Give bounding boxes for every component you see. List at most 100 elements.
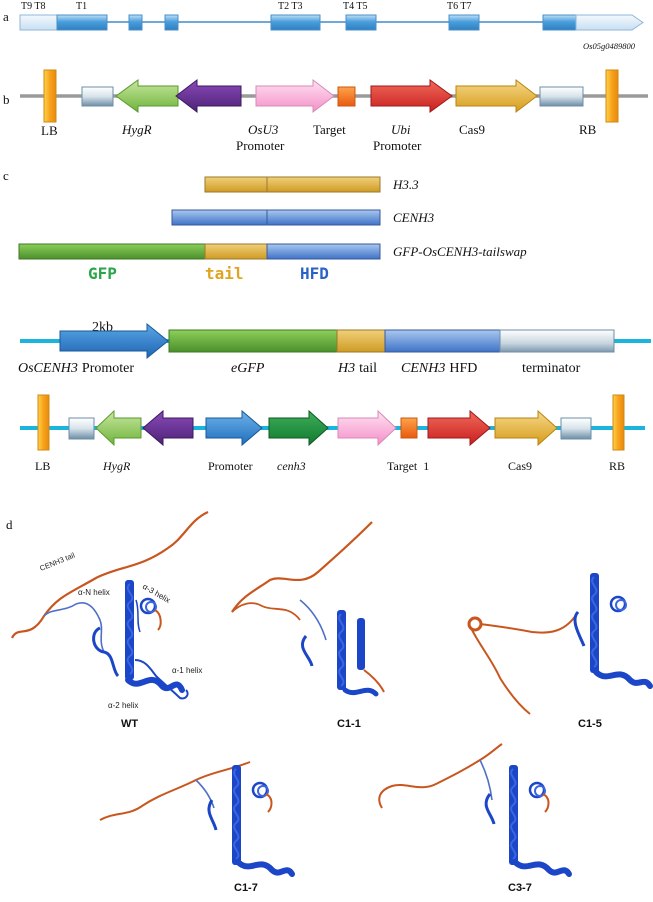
egfp-label: eGFP: [231, 361, 265, 376]
structure-c1-5: C1-5: [467, 573, 653, 730]
b-terminator-2: [539, 86, 584, 107]
promoter-word-text: Promoter: [82, 361, 134, 376]
c1-5-n-helix: [573, 610, 586, 647]
c3-7-label: C3-7: [508, 882, 532, 894]
terminator-box: [499, 329, 615, 353]
ko-lb-border: [37, 394, 50, 451]
osu3-promoter-arrow: [255, 78, 335, 114]
alpha-2-helix-annotation: α-2 helix: [108, 701, 138, 710]
c1-7-alpha3-inner: [257, 785, 269, 797]
wt-alpha2-helix: [125, 677, 185, 693]
ubi-promoter-label: Promoter: [373, 138, 422, 153]
cenh3-hfd-box: [384, 329, 501, 353]
c1-7-alpha2-helix: [235, 859, 295, 877]
c1-1-cterm: [363, 669, 385, 693]
h3-tail-box: [336, 329, 386, 353]
h3-text: H3: [337, 361, 355, 376]
structure-c1-1: C1-1: [231, 521, 385, 730]
c1-1-tail-coil-2: [231, 602, 301, 621]
target-label-t1: T1: [76, 1, 87, 12]
c1-7-nterm: [195, 779, 215, 809]
oscenh3-promoter-label: OsCENH3 Promoter: [18, 361, 134, 376]
rb-border: [605, 69, 619, 123]
hygr-arrow: [115, 79, 179, 113]
ko-cas9-arrow: [494, 409, 558, 447]
tailswap-label: GFP-OsCENH3-tailswap: [393, 244, 527, 259]
osu3-label: OsU3: [248, 122, 279, 137]
ko-promoter-label: Promoter: [208, 459, 253, 473]
c3-7-cterm: [542, 793, 550, 813]
lb-border: [43, 69, 57, 123]
exon-7: [542, 14, 577, 31]
exon-6: [448, 14, 480, 31]
ko-cenh3-label: cenh3: [277, 459, 306, 473]
alpha-3-helix-annotation: α-3 helix: [141, 582, 172, 605]
c3-7-alpha3-inner: [534, 785, 546, 797]
ko-terminator-2: [560, 417, 592, 440]
structure-wt: CENH3 tail α-N helix α-3 helix α-1 helix…: [11, 510, 209, 730]
target-label-t2-t3: T2 T3: [278, 1, 303, 12]
ko-target-label: Target 1: [387, 459, 429, 473]
ko-cenh3-arrow: [268, 409, 329, 447]
tailswap-gfp-bar: [18, 243, 206, 260]
c3-7-tail-coil: [378, 743, 503, 809]
wt-nterm-coil: [43, 602, 105, 653]
panel-c: c H3.3 CENH3 GFP-OsCENH3-tailswap GFP ta…: [3, 168, 651, 473]
c3-7-nterm: [479, 759, 493, 801]
panel-d: d CENH3 tail α-N helix α-3 helix α-1 hel…: [6, 510, 653, 894]
c1-1-tail-coil: [231, 521, 373, 613]
ko-promoter-arrow-2: [205, 409, 263, 447]
ko-terminator-1: [68, 417, 95, 440]
c1-1-alpha2-helix: [357, 618, 365, 670]
target-box: [337, 86, 356, 107]
terminator-label: terminator: [522, 361, 581, 376]
utr3-arrow: [575, 14, 644, 31]
c1-5-tail-coil-2: [470, 627, 531, 715]
cenh3-text: CENH3: [401, 361, 445, 376]
hfd-domain-label: HFD: [300, 264, 329, 283]
panel-a-letter: a: [3, 9, 9, 24]
wt-connector: [135, 599, 141, 633]
ko-lb-label: LB: [35, 459, 50, 473]
wt-loop: [134, 659, 189, 700]
c1-5-alpha3-inner: [615, 599, 627, 611]
target-label-t4-t5: T4 T5: [343, 1, 368, 12]
ubi-promoter-arrow: [370, 79, 453, 113]
h33-tail-bar: [204, 176, 268, 193]
osu3-promoter-label: Promoter: [236, 138, 285, 153]
ko-cas9-label: Cas9: [508, 459, 532, 473]
c1-7-alpha1-turns: [233, 768, 240, 860]
cenh3-hfd-bar: [266, 209, 381, 226]
target-label: Target: [313, 122, 346, 137]
egfp-box: [168, 329, 338, 353]
c1-7-label: C1-7: [234, 882, 258, 894]
panel-a: a T9 T8 T1 T2 T3 T4 T5 T6 T7 Os05g048980…: [3, 1, 644, 51]
ko-u3-arrow: [337, 409, 397, 447]
tailswap-hfd-bar: [266, 243, 381, 260]
tail-word-text: tail: [359, 361, 377, 376]
ko-hygr-arrow: [95, 409, 142, 447]
tail-domain-label: tail: [205, 264, 244, 283]
ko-promoter-arrow-1: [142, 409, 194, 447]
wt-n-helix: [92, 626, 120, 678]
ko-target-box: [400, 417, 418, 439]
cas9-arrow: [455, 78, 538, 114]
oscenh3-gene-text: OsCENH3: [18, 361, 78, 376]
alpha-1-helix-annotation: α-1 helix: [172, 666, 202, 675]
c1-1-nterm: [299, 599, 327, 641]
tailswap-tail-bar: [204, 243, 268, 260]
cenh3-tail-annotation: CENH3 tail: [38, 550, 76, 572]
ubi-label: Ubi: [391, 122, 411, 137]
c1-7-cterm: [265, 793, 273, 813]
h33-core-bar: [266, 176, 381, 193]
wt-tail-coil: [11, 510, 209, 639]
b-promoter-arrow: [175, 78, 242, 114]
panel-d-letter: d: [6, 517, 13, 532]
c1-1-alpha3-helix: [342, 687, 379, 697]
panel-c-letter: c: [3, 168, 9, 183]
wt-alpha1-helix-turns: [126, 583, 134, 675]
panel-b: b LB HygR OsU3 Promoter Target Ubi Promo…: [3, 69, 648, 153]
cenh3-tail-bar: [171, 209, 268, 226]
